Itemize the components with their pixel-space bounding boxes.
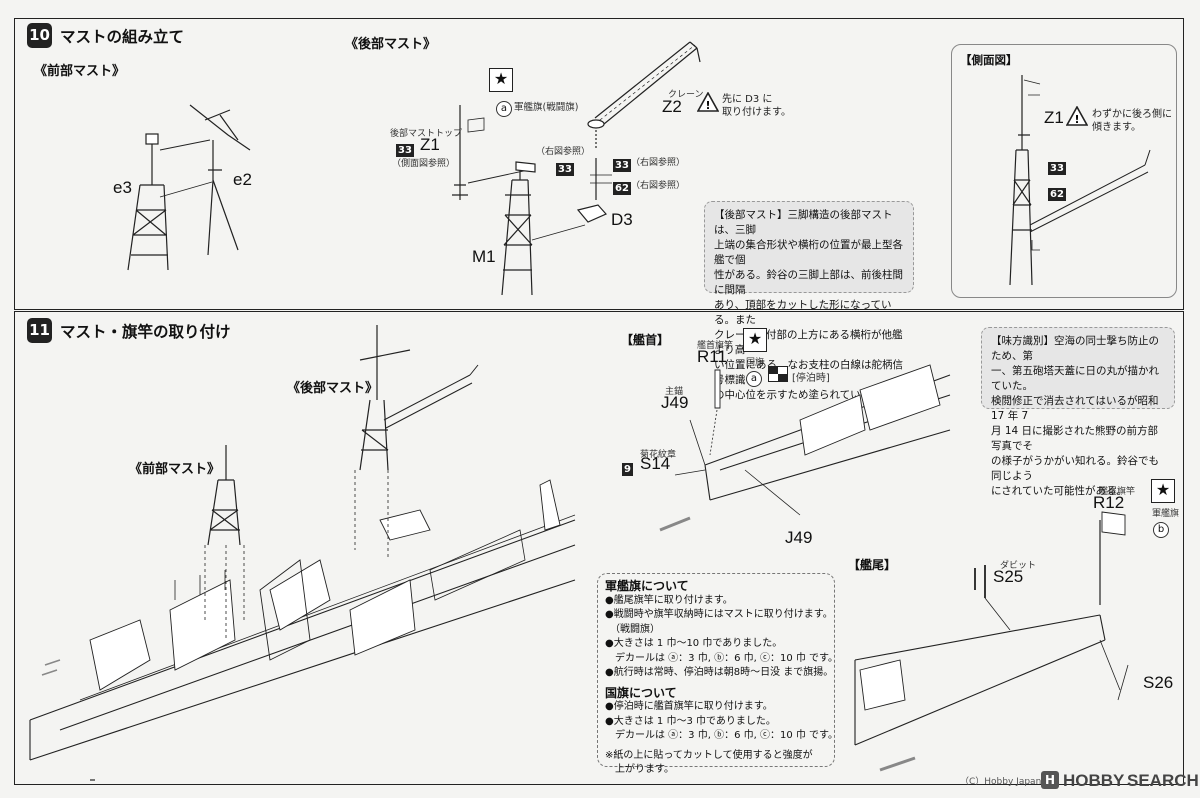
part-s14: S14: [640, 454, 671, 473]
signal-flag-icon: [768, 366, 788, 382]
chrysanthemum-caption: 菊花紋章: [640, 450, 677, 460]
part-s25: S25: [993, 567, 1024, 586]
part-z2: Z2: [662, 97, 682, 116]
part-j49-bow: J49: [661, 393, 689, 412]
national-flag-decal: a: [746, 366, 762, 387]
side-z1-note-2: 傾きます。: [1092, 122, 1141, 133]
stern-drawing: [854, 511, 1129, 772]
rear-mast-z1-drawing: [452, 105, 529, 200]
main-anchor-caption: 主錨: [665, 387, 684, 397]
ship-hull-drawing: [29, 479, 576, 781]
stern-label: 【艦尾】: [848, 558, 897, 572]
stern-flagstaff-caption: 艦尾旗竿: [1099, 487, 1136, 497]
step11-front-mast-drawing: [204, 445, 245, 640]
hobby-search-logo-icon: H: [1041, 771, 1059, 789]
part-d3: D3: [611, 210, 633, 229]
step11-rear-mast-label: 《後部マスト》: [287, 381, 379, 396]
side-view-mast-drawing: [1009, 75, 1151, 286]
badge-33-right: 33: [613, 159, 631, 172]
bow-drawing: [659, 364, 951, 532]
right-ref-1: （右図参照）: [536, 147, 591, 157]
step11-frame: [14, 311, 1184, 785]
part-z1: Z1: [420, 135, 440, 154]
national-flag-caption: 国旗: [746, 358, 765, 368]
crane-caption: クレーン: [668, 90, 704, 100]
national-flag-heading: 国旗について: [605, 685, 677, 700]
side-badge-62: 62: [1048, 188, 1066, 201]
z2-note-2: 取り付けます。: [722, 107, 791, 118]
step10-number: 10: [27, 23, 52, 48]
part-j49-lower: J49: [785, 528, 813, 547]
svg-text:!: !: [1074, 113, 1079, 126]
flag-notes: 軍艦旗について ●艦尾旗竿に取り付けます。 ●戦闘時や旗竿収納時にはマストに取り…: [605, 579, 839, 775]
rear-mast-m1-drawing: [501, 161, 586, 296]
z1-badge-row: 33: [396, 138, 417, 157]
watermark-search: SEARCH: [1127, 771, 1199, 790]
naval-flag-caption: 軍艦旗: [1152, 509, 1180, 519]
bow-star-icon: ★: [743, 328, 767, 352]
bow-label: 【艦首】: [621, 333, 670, 347]
part-e3: e3: [113, 178, 132, 197]
battle-flag-caption: 軍艦旗(戦闘旗): [514, 102, 579, 113]
rear-mast-top-caption: 後部マストトップ: [390, 129, 463, 139]
davit-caption: ダビット: [1000, 561, 1037, 571]
part-r11: R11: [697, 347, 727, 366]
caution-icon: !: [697, 92, 719, 112]
badge-33-mid: 33: [556, 163, 574, 176]
side-view-panel: [951, 44, 1177, 298]
part-e2: e2: [233, 170, 252, 189]
watermark-copy: （C）Hobby Japan: [960, 777, 1042, 787]
side-view-ref: （側面図参照）: [392, 159, 456, 169]
side-view-label: 【側面図】: [960, 53, 1018, 67]
part-s26: S26: [1143, 673, 1174, 692]
identification-info-box: 【味方識別】空海の同士撃ち防止のため、第 一、第五砲塔天蓋に日の丸が描かれていた…: [981, 327, 1175, 497]
part-r12: R12: [1093, 493, 1125, 512]
rear-mast-info-box: 【後部マスト】三脚構造の後部マストは、三脚 上端の集合形状や横桁の位置が最上型各…: [704, 201, 914, 401]
right-ref-3: （右図参照）: [631, 181, 686, 191]
anchored-caption: [停泊時]: [792, 373, 830, 384]
rear-mast-section-label: 《後部マスト》: [345, 37, 437, 52]
naval-flag-decal: b: [1153, 517, 1169, 538]
decal-a-icon: a: [496, 101, 512, 117]
side-caution-icon: !: [1066, 106, 1088, 126]
battle-flag-star-icon: ★: [489, 68, 513, 92]
step11-rear-mast-drawing: [354, 325, 479, 560]
flag-notes-box: [597, 573, 835, 767]
stern-star-icon: ★: [1151, 479, 1175, 503]
naval-flag-heading: 軍艦旗について: [605, 579, 689, 593]
front-mast-e3-drawing: [127, 133, 169, 271]
step11-title: マスト・旗竿の取り付け: [60, 323, 231, 341]
part-m1: M1: [472, 247, 496, 266]
side-z1-note-1: わずかに後ろ側に: [1092, 109, 1172, 120]
side-badge-33: 33: [1048, 162, 1066, 175]
z2-note-1: 先に D3 に: [722, 94, 773, 105]
right-ref-2: （右図参照）: [631, 158, 686, 168]
front-mast-e2-drawing: [159, 104, 251, 256]
badge-9: 9: [622, 463, 633, 476]
step10-frame: [14, 18, 1184, 310]
crane-z2-drawing: [576, 41, 701, 223]
front-mast-section-label: 《前部マスト》: [34, 64, 126, 79]
step11-front-mast-label: 《前部マスト》: [129, 462, 221, 477]
side-part-z1: Z1: [1044, 108, 1064, 127]
bow-flagstaff-caption: 艦首旗竿: [697, 341, 734, 351]
step11-number: 11: [27, 318, 52, 343]
watermark-hobby: HOBBY: [1063, 771, 1125, 790]
svg-text:!: !: [705, 99, 710, 112]
badge-33: 33: [396, 144, 414, 157]
battle-flag-decal: a: [496, 96, 512, 117]
badge-62-right: 62: [613, 182, 631, 195]
step10-title: マストの組み立て: [60, 28, 185, 46]
